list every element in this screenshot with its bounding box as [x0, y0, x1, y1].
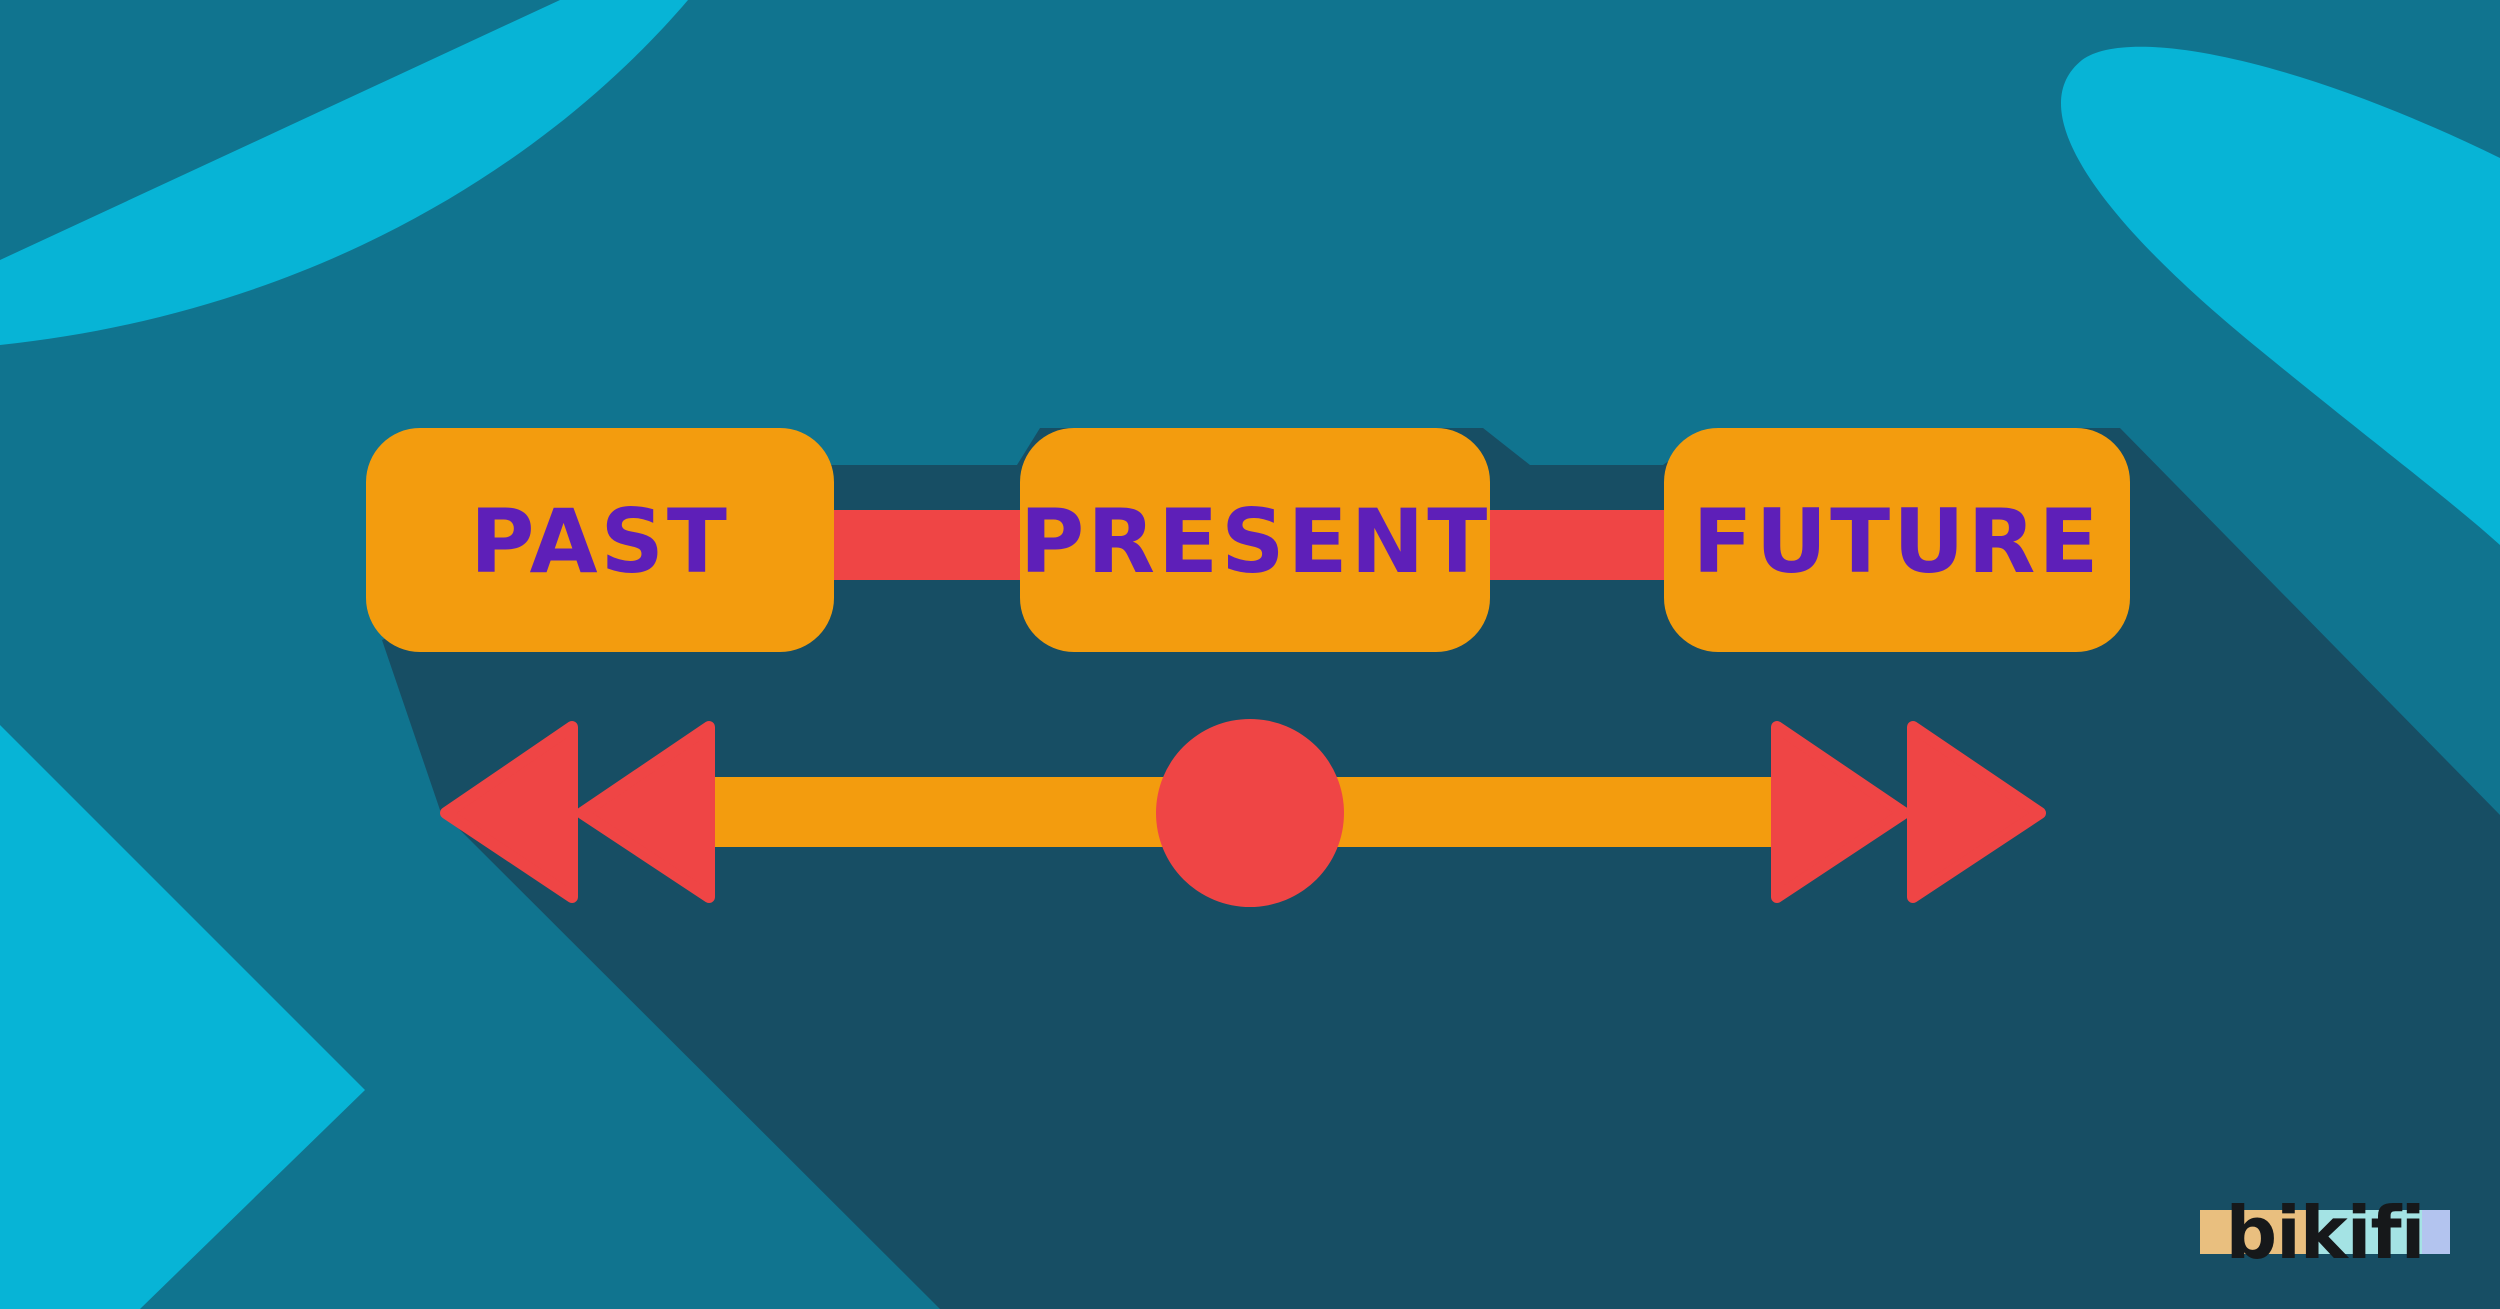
rewind-arrow-inner — [576, 721, 715, 903]
connector-present-future — [1488, 510, 1668, 580]
term-box-future: FUTURE — [1664, 428, 2130, 652]
term-box-present: PRESENT — [1020, 428, 1491, 652]
term-label-future: FUTURE — [1693, 490, 2102, 593]
present-marker-dot — [1156, 719, 1344, 907]
fast-forward-arrow-inner — [1771, 721, 1910, 903]
brand-name: bikifi — [2226, 1191, 2425, 1275]
brand-stripe-1 — [2200, 1210, 2312, 1254]
connector-past-present — [832, 510, 1022, 580]
rewind-icon — [440, 721, 715, 903]
decor-shape-top-right — [2061, 46, 2500, 546]
brand-logo: bikifi — [2200, 1191, 2450, 1275]
rewind-arrow-outer — [440, 721, 578, 903]
term-box-past: PAST — [366, 428, 834, 652]
decor-shape-bottom-left — [0, 725, 365, 1309]
brand-stripe-3 — [2422, 1210, 2450, 1254]
term-label-past: PAST — [470, 490, 730, 593]
fast-forward-arrow-outer — [1907, 721, 2046, 903]
decor-shape-top-left — [0, 0, 688, 345]
term-label-present: PRESENT — [1020, 490, 1491, 593]
fast-forward-icon — [1771, 721, 2046, 903]
brand-stripe-2 — [2312, 1210, 2422, 1254]
